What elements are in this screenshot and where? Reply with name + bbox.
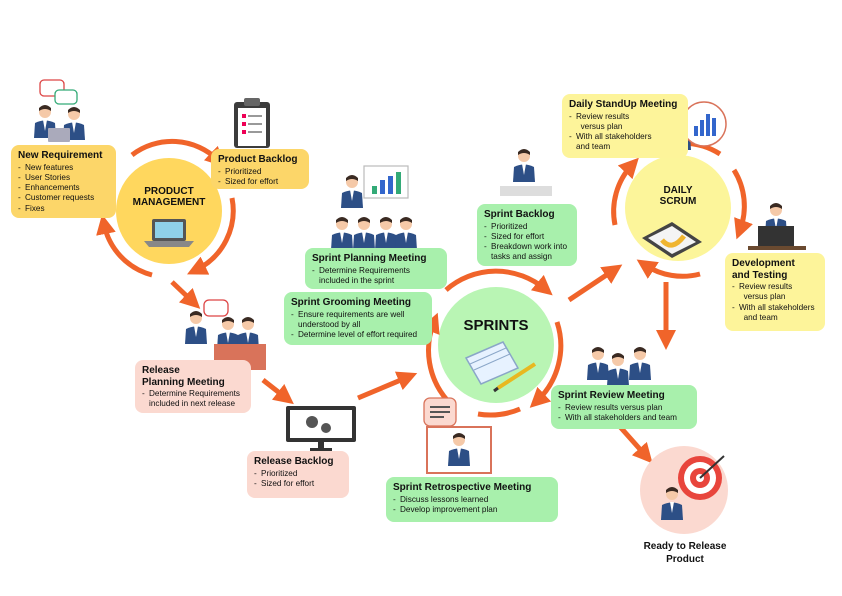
daily-scrum-label: DAILY SCRUM: [659, 185, 697, 207]
sprint-backlog-list: PrioritizedSized for effortBreakdown wor…: [484, 222, 570, 263]
development-testing-box: Development and Testing Review results v…: [725, 253, 825, 331]
notebook-pencil-icon: [464, 341, 537, 393]
development-testing-title: Development and Testing: [732, 258, 795, 281]
list-item: With all stakeholders and team: [569, 132, 681, 153]
release-backlog-list: PrioritizedSized for effort: [254, 469, 342, 490]
sprint-grooming-title: Sprint Grooming Meeting: [291, 297, 411, 308]
sprint-grooming-list: Ensure requirements are well understood …: [291, 310, 425, 341]
tablet-icon: [642, 222, 702, 258]
release-planning-box: Release Planning Meeting Determine Requi…: [135, 360, 251, 413]
list-item: Fixes: [18, 204, 109, 215]
list-item: Determine Requirements included in the s…: [312, 266, 440, 287]
list-item: Determine level of effort required: [291, 330, 425, 341]
product-backlog-box: Product Backlog PrioritizedSized for eff…: [211, 149, 309, 189]
list-item: Prioritized: [218, 167, 302, 178]
sprint-planning-list: Determine Requirements included in the s…: [312, 266, 440, 287]
list-item: Review results versus plan: [558, 403, 690, 414]
product-management-label: PRODUCT MANAGEMENT: [132, 186, 206, 208]
daily-standup-list: Review results versus planWith all stake…: [569, 112, 681, 153]
sprint-retrospective-box: Sprint Retrospective Meeting Discuss les…: [386, 477, 558, 522]
list-item: Develop improvement plan: [393, 505, 551, 516]
speech-bubble-icon: [39, 79, 78, 105]
release-backlog-monitor: [286, 406, 356, 451]
sprint-review-people: [587, 347, 651, 386]
sprint-planning-people: [331, 165, 417, 250]
sprint-planning-title: Sprint Planning Meeting: [312, 253, 427, 264]
product-backlog-title: Product Backlog: [218, 154, 298, 165]
new-requirement-title: New Requirement: [18, 150, 103, 161]
daily-standup-title: Daily StandUp Meeting: [569, 99, 678, 110]
list-item: Determine Requirements included in next …: [142, 389, 244, 410]
list-item: Sized for effort: [218, 177, 302, 188]
product-management-hub: [96, 138, 236, 278]
list-item: With all stakeholders and team: [732, 303, 818, 324]
list-item: Prioritized: [254, 469, 342, 480]
list-item: New features: [18, 163, 109, 174]
list-item: Sized for effort: [484, 232, 570, 243]
sprints-label: SPRINTS: [463, 317, 529, 334]
list-item: Ensure requirements are well understood …: [291, 310, 425, 331]
list-item: Review results versus plan: [569, 112, 681, 133]
sprint-review-box: Sprint Review Meeting Review results ver…: [551, 385, 697, 429]
list-item: Discuss lessons learned: [393, 495, 551, 506]
new-requirement-list: New featuresUser StoriesEnhancementsCust…: [18, 163, 109, 215]
sprint-planning-box: Sprint Planning Meeting Determine Requir…: [305, 248, 447, 289]
sprint-grooming-box: Sprint Grooming Meeting Ensure requireme…: [284, 292, 432, 345]
list-item: User Stories: [18, 173, 109, 184]
target-arrow-icon: [640, 446, 728, 534]
list-item: With all stakeholders and team: [558, 413, 690, 424]
sprint-backlog-person: [500, 149, 552, 196]
development-person: [748, 203, 806, 250]
sprint-backlog-box: Sprint Backlog PrioritizedSized for effo…: [477, 204, 577, 266]
sprint-retrospective-title: Sprint Retrospective Meeting: [393, 482, 532, 493]
release-planning-title: Release Planning Meeting: [142, 365, 225, 388]
sprints-hub: [420, 268, 564, 418]
new-requirement-box: New Requirement New featuresUser Stories…: [11, 145, 116, 218]
list-item: Customer requests: [18, 193, 109, 204]
release-planning-list: Determine Requirements included in next …: [142, 389, 244, 410]
ready-to-release-label: Ready to Release Product: [643, 541, 727, 565]
sprint-review-list: Review results versus planWith all stake…: [558, 403, 690, 424]
flow-arrows: [170, 264, 676, 464]
product-backlog-list: PrioritizedSized for effort: [218, 167, 302, 188]
release-backlog-title: Release Backlog: [254, 456, 334, 467]
list-item: Enhancements: [18, 183, 109, 194]
daily-scrum-hub: [611, 140, 753, 279]
daily-standup-box: Daily StandUp Meeting Review results ver…: [562, 94, 688, 158]
release-backlog-box: Release Backlog PrioritizedSized for eff…: [247, 451, 349, 498]
list-item: Sized for effort: [254, 479, 342, 490]
list-item: Prioritized: [484, 222, 570, 233]
clipboard-icon: [234, 98, 270, 148]
laptop-icon: [144, 219, 194, 247]
list-item: Breakdown work into tasks and assign: [484, 242, 570, 263]
list-item: Review results versus plan: [732, 282, 818, 303]
sprint-backlog-title: Sprint Backlog: [484, 209, 555, 220]
retrospective-screen: [423, 397, 492, 474]
development-testing-list: Review results versus planWith all stake…: [732, 282, 818, 323]
new-requirement-people: [34, 79, 85, 142]
sprint-retrospective-list: Discuss lessons learnedDevelop improveme…: [393, 495, 551, 516]
sprint-review-title: Sprint Review Meeting: [558, 390, 665, 401]
